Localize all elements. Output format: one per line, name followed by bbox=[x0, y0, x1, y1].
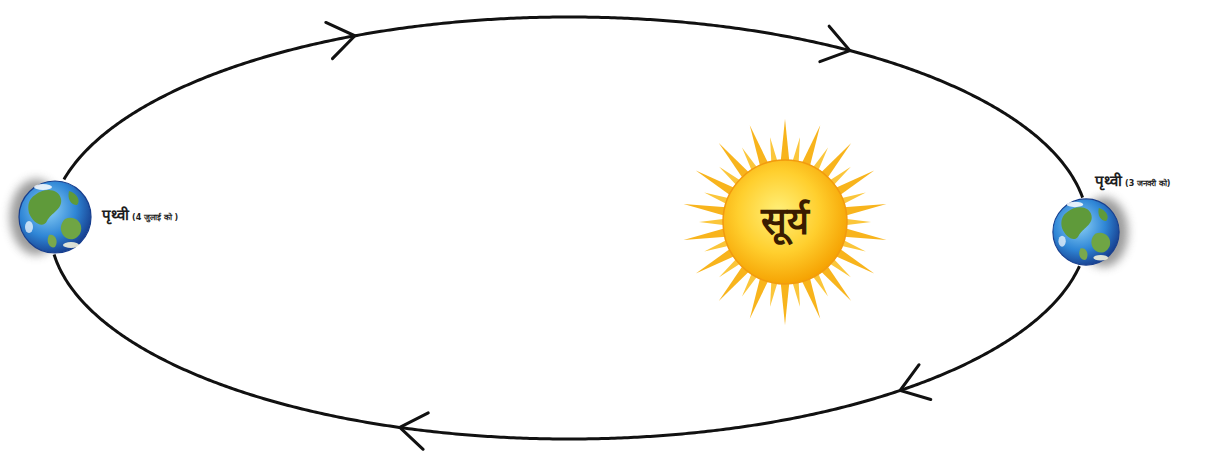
direction-arrowhead bbox=[900, 365, 931, 400]
orbit-path bbox=[54, 254, 1079, 439]
planet-name: पृथ्वी bbox=[102, 206, 129, 224]
direction-arrowhead bbox=[820, 26, 850, 62]
direction-arrowhead bbox=[326, 22, 355, 58]
sun-disc bbox=[723, 160, 847, 284]
sun-text-holder: सूर्य bbox=[723, 160, 847, 284]
orbit-arc-group bbox=[64, 17, 1083, 198]
orbit-path bbox=[64, 17, 1083, 198]
direction-arrowhead bbox=[400, 413, 429, 449]
earth-label: पृथ्वी(3 जनवरी को) bbox=[1093, 171, 1172, 190]
earth-globe bbox=[19, 181, 91, 253]
star-name: सूर्य bbox=[761, 201, 809, 243]
earth-label: पृथ्वी(4 जुलाई को ) bbox=[100, 205, 180, 224]
earth-globe bbox=[1053, 199, 1119, 265]
planet-name: पृथ्वी bbox=[1095, 172, 1122, 190]
date-note: (3 जनवरी को) bbox=[1125, 179, 1170, 188]
earth-node: पृथ्वी(3 जनवरी को) bbox=[1053, 199, 1119, 265]
sun-rays bbox=[655, 101, 914, 344]
sun-node: सूर्य bbox=[723, 160, 847, 284]
date-note: (4 जुलाई को ) bbox=[132, 213, 178, 222]
earth-node: पृथ्वी(4 जुलाई को ) bbox=[19, 181, 91, 253]
orbit-arc-group bbox=[54, 254, 1079, 449]
